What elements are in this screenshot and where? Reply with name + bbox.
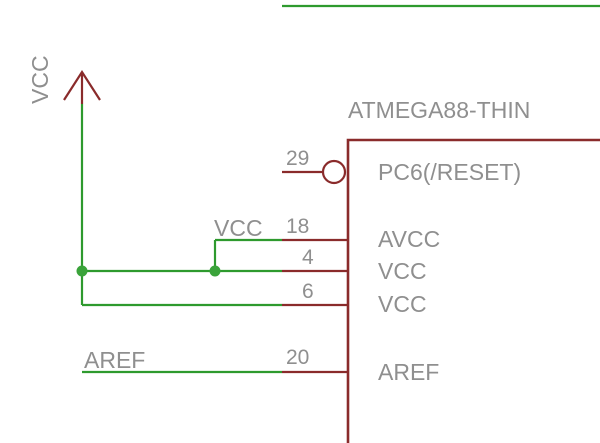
atmega-part[interactable]: ATMEGA88-THIN 29 PC6(/RESET) 18 AVCC 4 V… [282,97,600,443]
pin-18[interactable]: 18 AVCC [282,215,440,252]
pin-4-name: VCC [378,258,427,284]
pin-6[interactable]: 6 VCC [282,280,427,317]
pin-4[interactable]: 4 VCC [282,246,427,284]
pin-29-bubble-icon [321,159,347,185]
junction-dot-left [76,265,88,277]
part-body-outline [346,138,600,443]
pin-18-name: AVCC [378,226,440,252]
net-label-aref: AREF [84,347,145,373]
pin-4-number: 4 [302,246,314,269]
pin-29-name: PC6(/RESET) [378,159,521,185]
pin-6-number: 6 [302,280,314,303]
vcc-supply-label: VCC [27,55,53,104]
pin-29[interactable]: 29 PC6(/RESET) [282,147,521,185]
part-name-label: ATMEGA88-THIN [348,97,530,123]
pin-20[interactable]: 20 AREF [282,346,439,385]
junction-dot-right [209,265,221,277]
pin-6-name: VCC [378,291,427,317]
vcc-supply-symbol[interactable]: VCC [27,55,101,104]
net-label-vcc: VCC [214,215,263,241]
pin-20-name: AREF [378,359,439,385]
pin-20-number: 20 [286,346,309,369]
pin-18-number: 18 [286,215,309,238]
pin-29-number: 29 [286,147,309,170]
